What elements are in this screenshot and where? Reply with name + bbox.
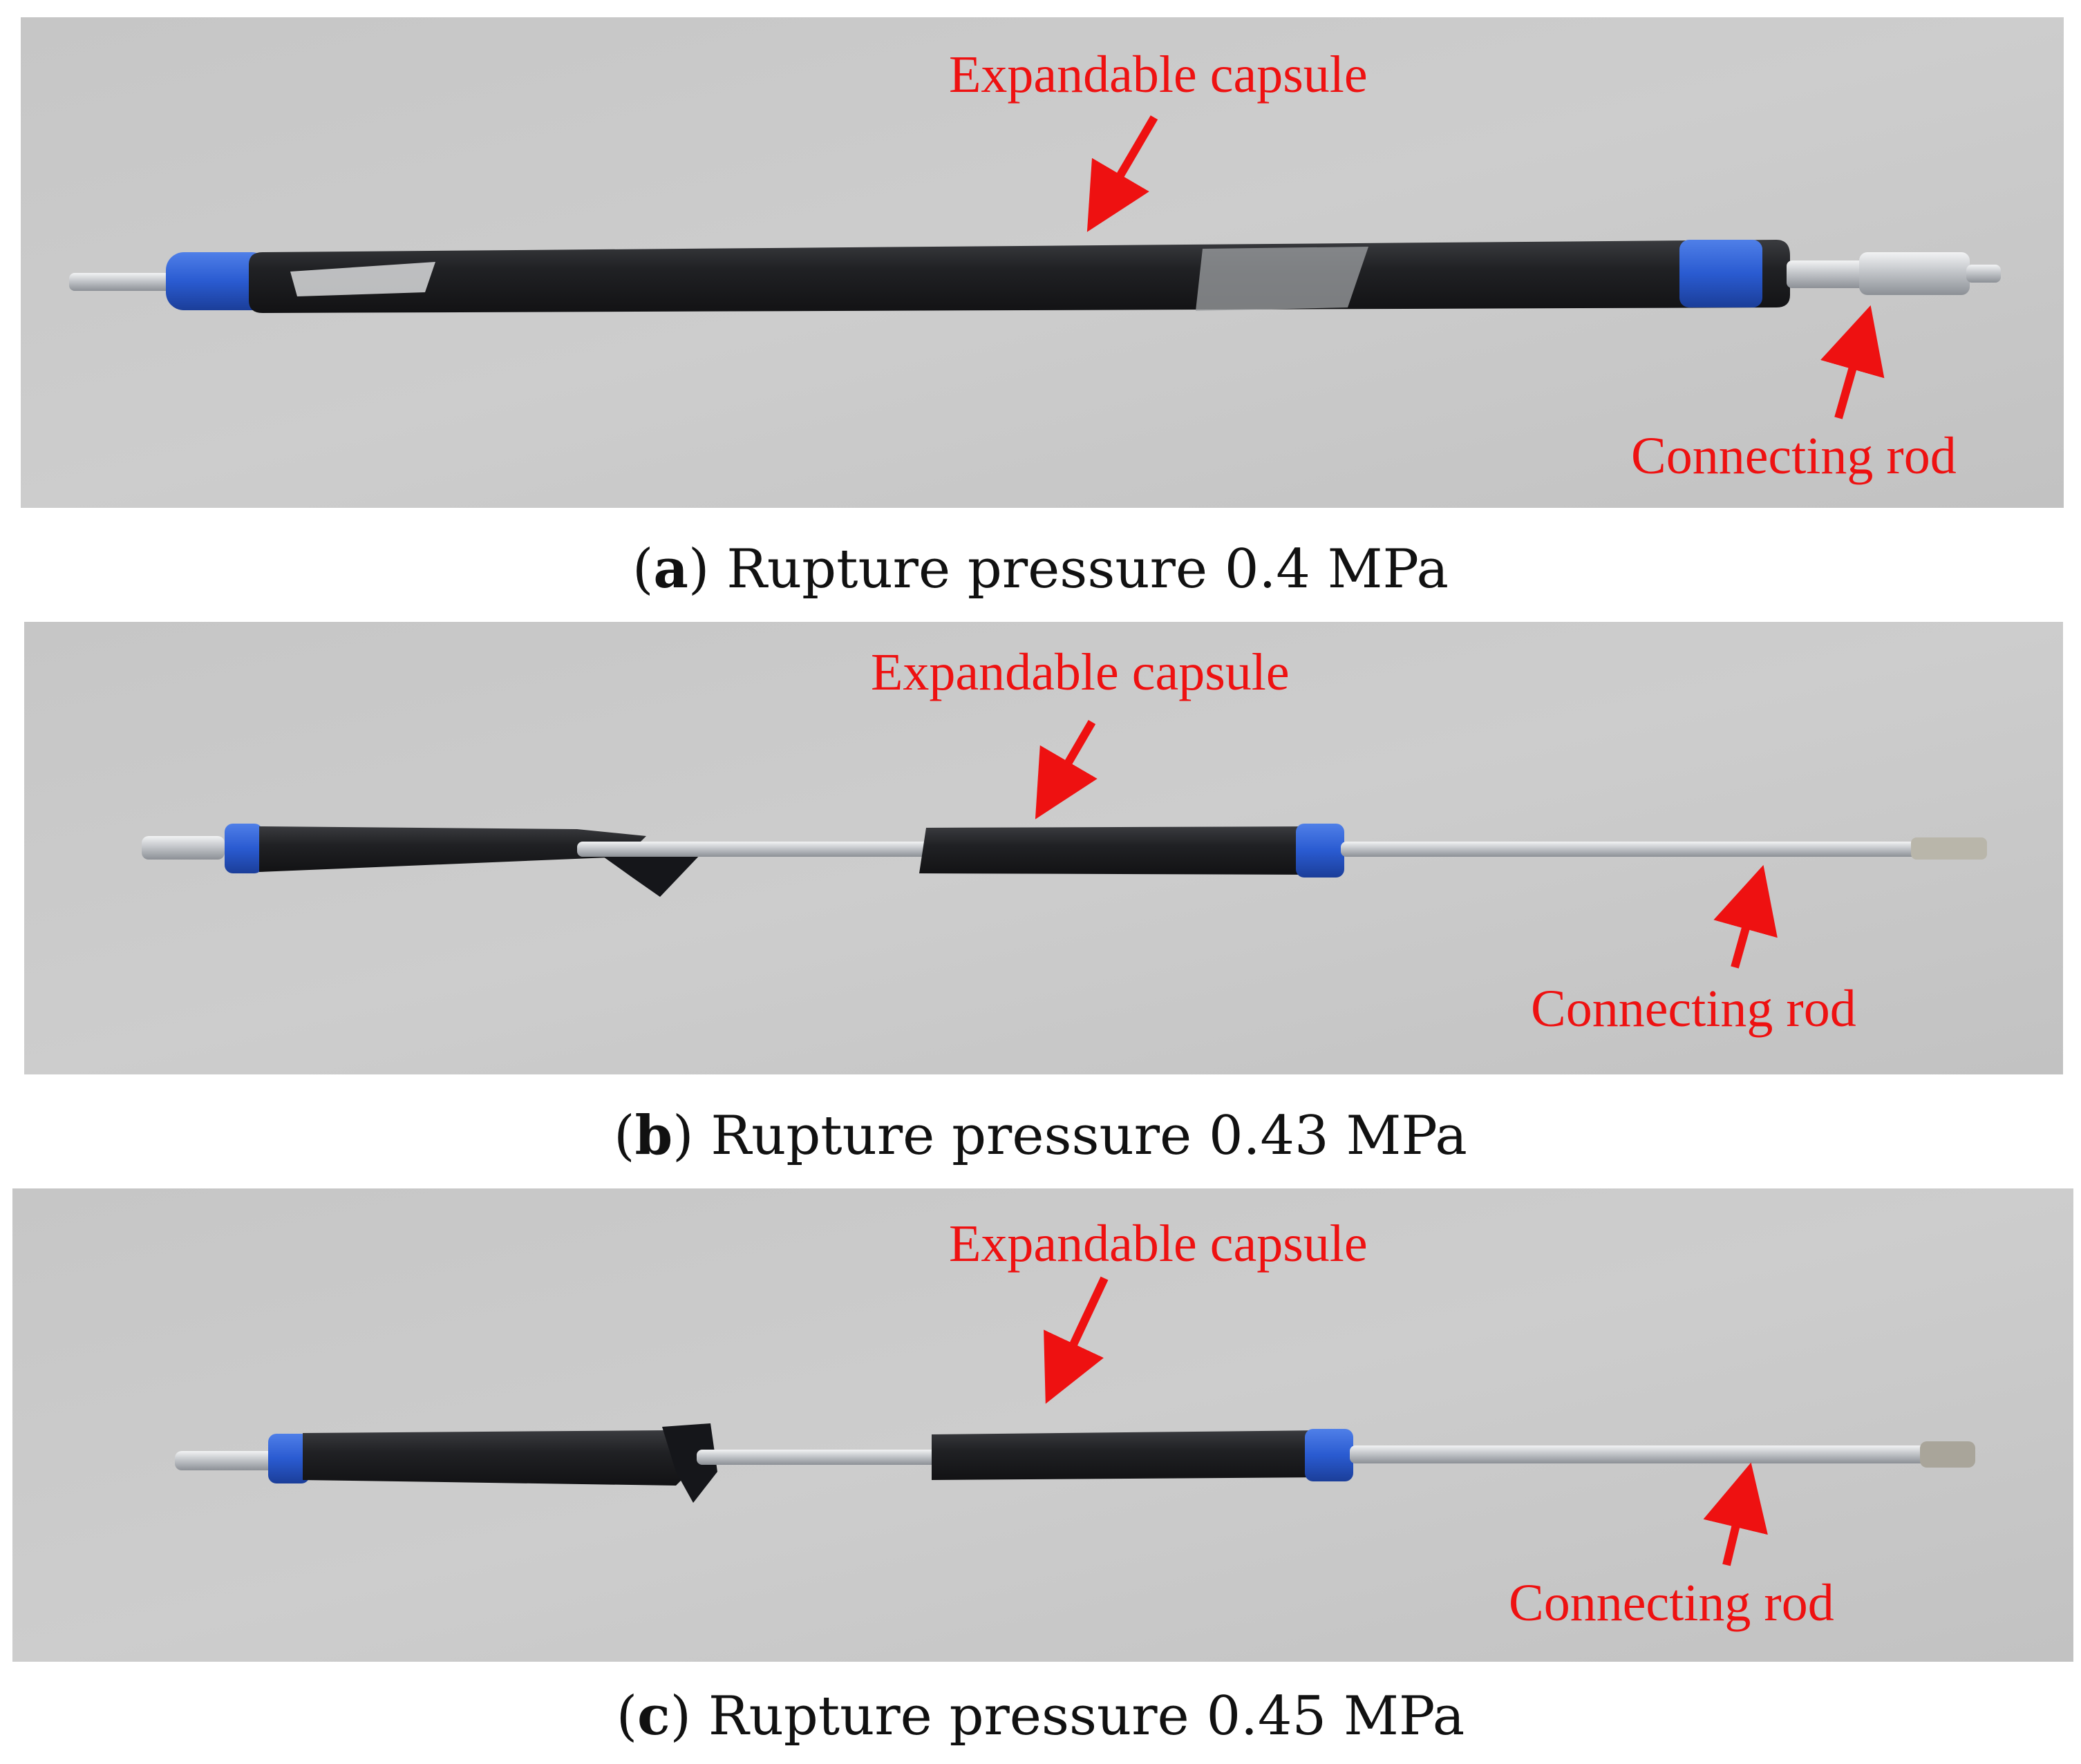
torn-flap-c — [662, 1423, 717, 1503]
caption-text-a: Rupture pressure 0.4 MPa — [726, 538, 1449, 600]
panel-a: Expandable capsule Connecting rod (a) Ru… — [0, 0, 2081, 601]
label-expandable-capsule-a: Expandable capsule — [949, 46, 1368, 104]
blue-tape-left-b — [225, 824, 263, 873]
capsule-left-c — [303, 1430, 697, 1486]
blue-tape-left-c — [268, 1434, 310, 1483]
capsule-right-c — [932, 1430, 1326, 1480]
valve-a — [1859, 252, 1970, 295]
caption-c: (c) Rupture pressure 0.45 MPa — [616, 1685, 1465, 1747]
rod-right-c — [1350, 1445, 1944, 1463]
arrow-capsule-c — [1044, 1276, 1109, 1404]
arrow-rod-c — [1703, 1462, 1768, 1566]
tape-patch-a — [1196, 247, 1368, 311]
caption-text-b: Rupture pressure 0.43 MPa — [710, 1105, 1467, 1167]
rod-tip-b — [1911, 837, 1987, 860]
arrow-capsule-a — [1086, 115, 1158, 232]
rupture-slit-a — [290, 262, 435, 296]
rod-right-a — [1787, 260, 1870, 288]
caption-letter-c: c — [637, 1685, 670, 1747]
panel-b: Expandable capsule Connecting rod (b) Ru… — [0, 601, 2081, 1175]
valve-tip-a — [1966, 265, 2001, 283]
caption-b: (b) Rupture pressure 0.43 MPa — [614, 1104, 1467, 1167]
photo-c-background — [12, 1188, 2073, 1662]
caption-letter-a: a — [653, 538, 688, 600]
label-connecting-rod-b: Connecting rod — [1531, 980, 1856, 1038]
blue-tape-left-a — [166, 252, 270, 310]
capsule-right-b — [919, 826, 1324, 875]
photo-b: Expandable capsule Connecting rod — [24, 622, 2063, 1074]
caption-letter-b: b — [634, 1104, 673, 1167]
blue-tape-right-c — [1305, 1429, 1353, 1481]
rod-middle-b — [577, 842, 950, 857]
capsule-left-b — [259, 826, 646, 872]
label-connecting-rod-c: Connecting rod — [1509, 1574, 1834, 1632]
capsule-a — [249, 240, 1790, 313]
photo-a: Expandable capsule Connecting rod — [21, 17, 2064, 508]
arrow-capsule-b — [1035, 719, 1098, 819]
caption-a: (a) Rupture pressure 0.4 MPa — [632, 538, 1449, 600]
rod-left-a — [69, 273, 194, 291]
label-expandable-capsule-b: Expandable capsule — [871, 643, 1290, 701]
blue-tape-right-a — [1679, 240, 1762, 307]
rod-right-b — [1341, 842, 1935, 857]
valve-b — [142, 836, 225, 860]
rod-tip-c — [1920, 1441, 1975, 1468]
panel-c: Expandable capsule Connecting rod (c) Ru… — [0, 1175, 2081, 1764]
caption-text-c: Rupture pressure 0.45 MPa — [708, 1685, 1465, 1747]
arrow-rod-b — [1713, 864, 1778, 969]
label-expandable-capsule-c: Expandable capsule — [949, 1215, 1368, 1273]
label-connecting-rod-a: Connecting rod — [1631, 427, 1957, 485]
blue-tape-right-b — [1296, 824, 1344, 878]
rod-middle-c — [697, 1450, 959, 1465]
valve-c — [175, 1451, 279, 1470]
photo-c: Expandable capsule Connecting rod — [12, 1188, 2073, 1662]
arrow-rod-a — [1820, 305, 1885, 419]
